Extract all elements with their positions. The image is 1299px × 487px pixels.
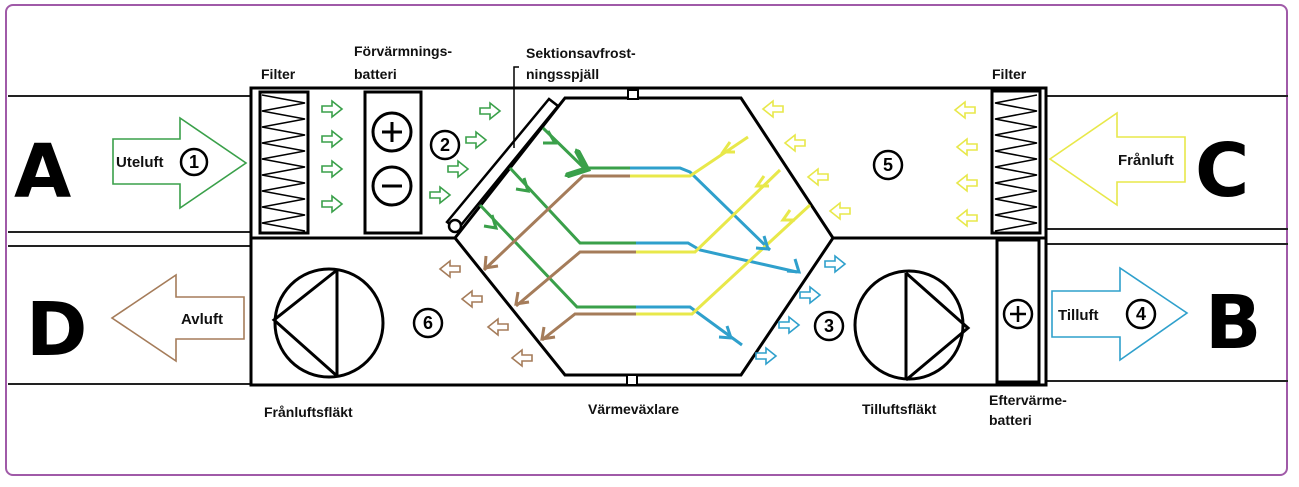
port-letter-a: A — [14, 129, 71, 215]
filter-right — [990, 89, 1042, 235]
outdoor-air-arrow — [112, 116, 248, 210]
label-damper-1: Sektionsavfrost- — [526, 45, 636, 61]
extract-air-arrow — [1048, 111, 1186, 207]
label-supply-fan: Tilluftsfläkt — [862, 401, 937, 417]
small-arrows-blue — [755, 254, 847, 366]
marker-4: 4 — [1125, 298, 1157, 330]
marker-6: 6 — [412, 307, 444, 339]
label-tilluft: Tilluft — [1058, 307, 1099, 324]
port-letter-d: D — [26, 287, 87, 373]
ducts — [8, 95, 1288, 385]
svg-text:2: 2 — [440, 135, 450, 155]
preheater-battery — [363, 90, 423, 235]
svg-text:5: 5 — [883, 155, 893, 175]
label-damper-2: ningsspjäll — [526, 66, 599, 82]
plus-icon — [1002, 298, 1034, 330]
label-filter-right: Filter — [992, 66, 1027, 82]
label-preheater-1: Förvärmnings- — [354, 43, 452, 59]
small-arrows-yellow — [761, 99, 978, 228]
flow-lines — [478, 126, 812, 347]
defrost-damper — [445, 66, 560, 234]
exhaust-air-arrow — [110, 273, 245, 363]
svg-text:3: 3 — [824, 316, 834, 336]
label-exhaust-fan: Frånluftsfläkt — [264, 404, 353, 420]
label-franluft: Frånluft — [1118, 152, 1174, 169]
plus-icon — [371, 111, 413, 153]
diagram-frame — [5, 4, 1288, 476]
marker-3: 3 — [813, 310, 845, 342]
svg-text:1: 1 — [189, 152, 199, 172]
small-arrows-green — [321, 99, 502, 214]
filter-left — [258, 90, 310, 235]
marker-5: 5 — [872, 149, 904, 181]
marker-2: 2 — [429, 129, 461, 161]
afterheater-battery — [995, 238, 1041, 384]
label-afterheater-2: batteri — [989, 412, 1032, 428]
heat-exchanger — [453, 89, 835, 386]
label-avluft: Avluft — [181, 311, 223, 328]
minus-icon — [371, 165, 413, 207]
svg-text:6: 6 — [423, 313, 433, 333]
port-letter-c: C — [1195, 128, 1249, 214]
marker-1: 1 — [179, 147, 209, 177]
supply-fan — [853, 269, 971, 382]
unit-body — [249, 86, 1048, 387]
label-filter-left: Filter — [261, 66, 296, 82]
label-preheater-2: batteri — [354, 66, 397, 82]
port-letter-b: B — [1205, 280, 1261, 366]
label-heat-exchanger: Värmeväxlare — [588, 401, 679, 417]
label-uteluft: Uteluft — [116, 154, 164, 171]
label-afterheater-1: Eftervärme- — [989, 392, 1067, 408]
svg-text:4: 4 — [1136, 304, 1146, 324]
exhaust-fan — [271, 267, 385, 379]
supply-air-arrow — [1051, 266, 1189, 362]
small-arrows-brown — [438, 259, 533, 368]
